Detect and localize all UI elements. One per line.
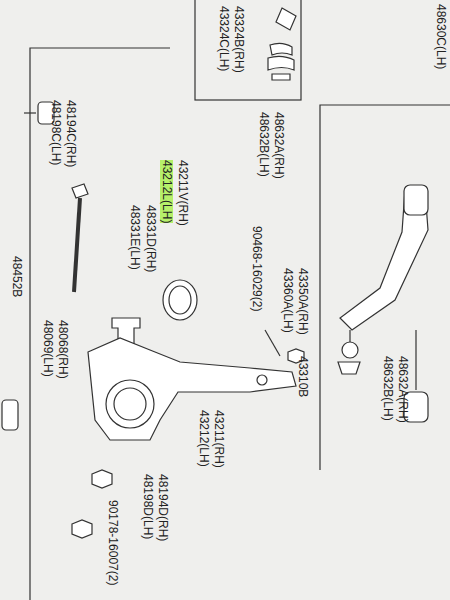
seal-ring (169, 286, 191, 314)
part-number: 90468-16029(2) (250, 226, 263, 311)
leader-line (265, 330, 280, 356)
part-number: 48632A(RH) (396, 356, 409, 423)
bolt-shank (74, 198, 80, 292)
part-number: 90178-16007(2) (106, 500, 119, 585)
part-number: 48194C(RH) (64, 100, 77, 167)
leader-line (24, 112, 36, 113)
ball-joint-boot (338, 362, 360, 374)
part-number: 43350A(RH) (296, 268, 309, 335)
part-number: 48331D(RH) (144, 205, 157, 272)
inset-box (320, 105, 450, 470)
arm-hole (257, 375, 267, 385)
part-number: 43212L(LH) (160, 160, 173, 223)
part-number: 48331E(LH) (128, 205, 141, 270)
arm-bushing (404, 185, 428, 215)
hub-bore (114, 388, 146, 420)
knuckle (88, 338, 296, 440)
part-number: 48632A(RH) (272, 112, 285, 179)
part-number: 48452B (10, 256, 23, 297)
seal-icon (276, 8, 296, 30)
boot-icon (268, 43, 294, 80)
nut-icon (72, 520, 92, 538)
nut-icon (92, 470, 112, 488)
bolt-head (72, 184, 88, 198)
inset-box (195, 0, 301, 100)
ball-joint (342, 342, 358, 358)
part-number: 43324C(LH) (217, 6, 230, 71)
part-number: 48198C(LH) (49, 100, 62, 165)
group-bracket (30, 48, 170, 600)
part-number: 43212(LH) (197, 410, 210, 467)
bushing-icon (2, 400, 18, 430)
ball-stud (349, 330, 350, 342)
part-number: 48630C(LH) (434, 4, 447, 69)
part-number: 43310B (296, 356, 309, 397)
part-number: 48632B(LH) (257, 112, 270, 177)
part-number: 48068(RH) (56, 320, 69, 379)
hub-bore (106, 380, 154, 428)
arm-link (415, 330, 416, 390)
part-number: 48198D(LH) (141, 474, 154, 539)
part-number: 48194D(RH) (156, 474, 169, 541)
part-number: 43360A(LH) (281, 268, 294, 333)
part-number: 43324B(RH) (232, 6, 245, 73)
part-number: 48632B(LH) (381, 356, 394, 421)
part-number: 43211(RH) (212, 410, 225, 468)
part-number: 43211V(RH) (176, 160, 189, 226)
seal-ring (163, 280, 197, 320)
part-number: 48069(LH) (41, 320, 54, 377)
